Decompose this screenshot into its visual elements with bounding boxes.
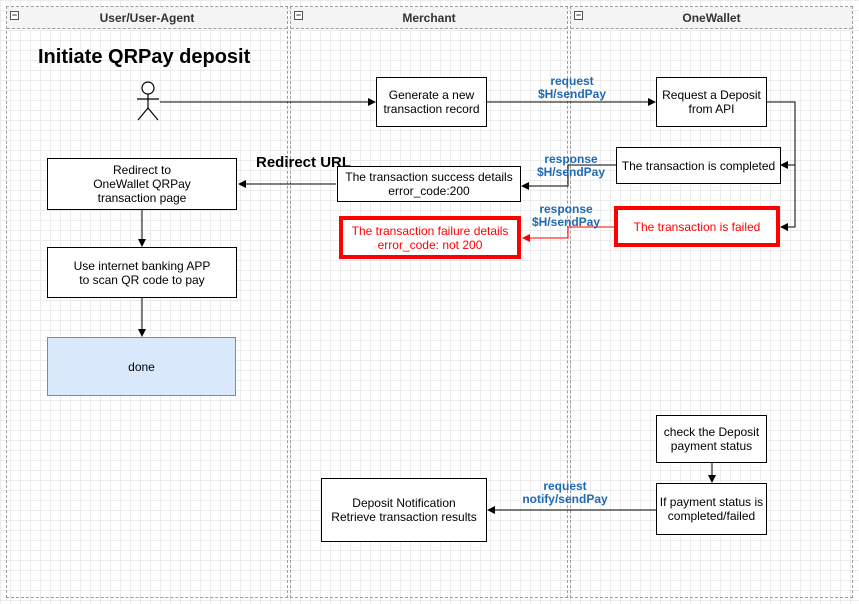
lane-user-agent: − User/User-Agent bbox=[6, 6, 288, 598]
edge-label-notify-sendpay: request notify/sendPay bbox=[522, 479, 608, 506]
lane-onewallet: − OneWallet bbox=[570, 6, 853, 598]
arrow-failed-to-failure-details bbox=[522, 226, 614, 242]
check-status-box: check the Deposit payment status bbox=[656, 415, 767, 463]
request-deposit-box: Request a Deposit from API bbox=[656, 77, 767, 127]
lane-title: Merchant bbox=[402, 10, 456, 25]
generate-record-box: Generate a new transaction record bbox=[376, 77, 487, 127]
collapse-icon[interactable]: − bbox=[294, 10, 303, 20]
collapse-icon[interactable]: − bbox=[574, 10, 583, 20]
deposit-notification-box: Deposit Notification Retrieve transactio… bbox=[321, 478, 487, 542]
edge-label-request-sendpay: request $H/sendPay bbox=[537, 74, 607, 101]
diagram-title: Initiate QRPay deposit bbox=[38, 46, 251, 68]
edge-label-response-failure: response $H/sendPay bbox=[531, 202, 601, 229]
transaction-completed-box: The transaction is completed bbox=[616, 147, 781, 184]
scan-qr-box: Use internet banking APP to scan QR code… bbox=[47, 247, 237, 298]
arrow-request-to-failed bbox=[780, 165, 796, 231]
lane-header-onewallet: − OneWallet bbox=[571, 7, 852, 29]
arrow-completed-to-success bbox=[521, 164, 616, 190]
user-actor-icon bbox=[137, 81, 159, 121]
done-box: done bbox=[47, 337, 236, 396]
collapse-icon[interactable]: − bbox=[10, 10, 19, 20]
edge-label-response-success: response $H/sendPay bbox=[536, 152, 606, 179]
arrow-request-to-completed bbox=[767, 101, 796, 169]
lane-title: OneWallet bbox=[682, 10, 741, 25]
lane-title: User/User-Agent bbox=[99, 10, 195, 25]
redirect-url-label: Redirect URL bbox=[256, 154, 352, 171]
failure-details-box: The transaction failure details error_co… bbox=[339, 216, 521, 259]
success-details-box: The transaction success details error_co… bbox=[337, 166, 521, 202]
transaction-failed-box: The transaction is failed bbox=[614, 206, 780, 247]
redirect-qrpay-box: Redirect to OneWallet QRPay transaction … bbox=[47, 158, 237, 210]
lane-header-merchant: − Merchant bbox=[291, 7, 567, 29]
lane-header-user-agent: − User/User-Agent bbox=[7, 7, 287, 29]
lane-merchant: − Merchant bbox=[290, 6, 568, 598]
if-status-box: If payment status is completed/failed bbox=[656, 483, 767, 535]
